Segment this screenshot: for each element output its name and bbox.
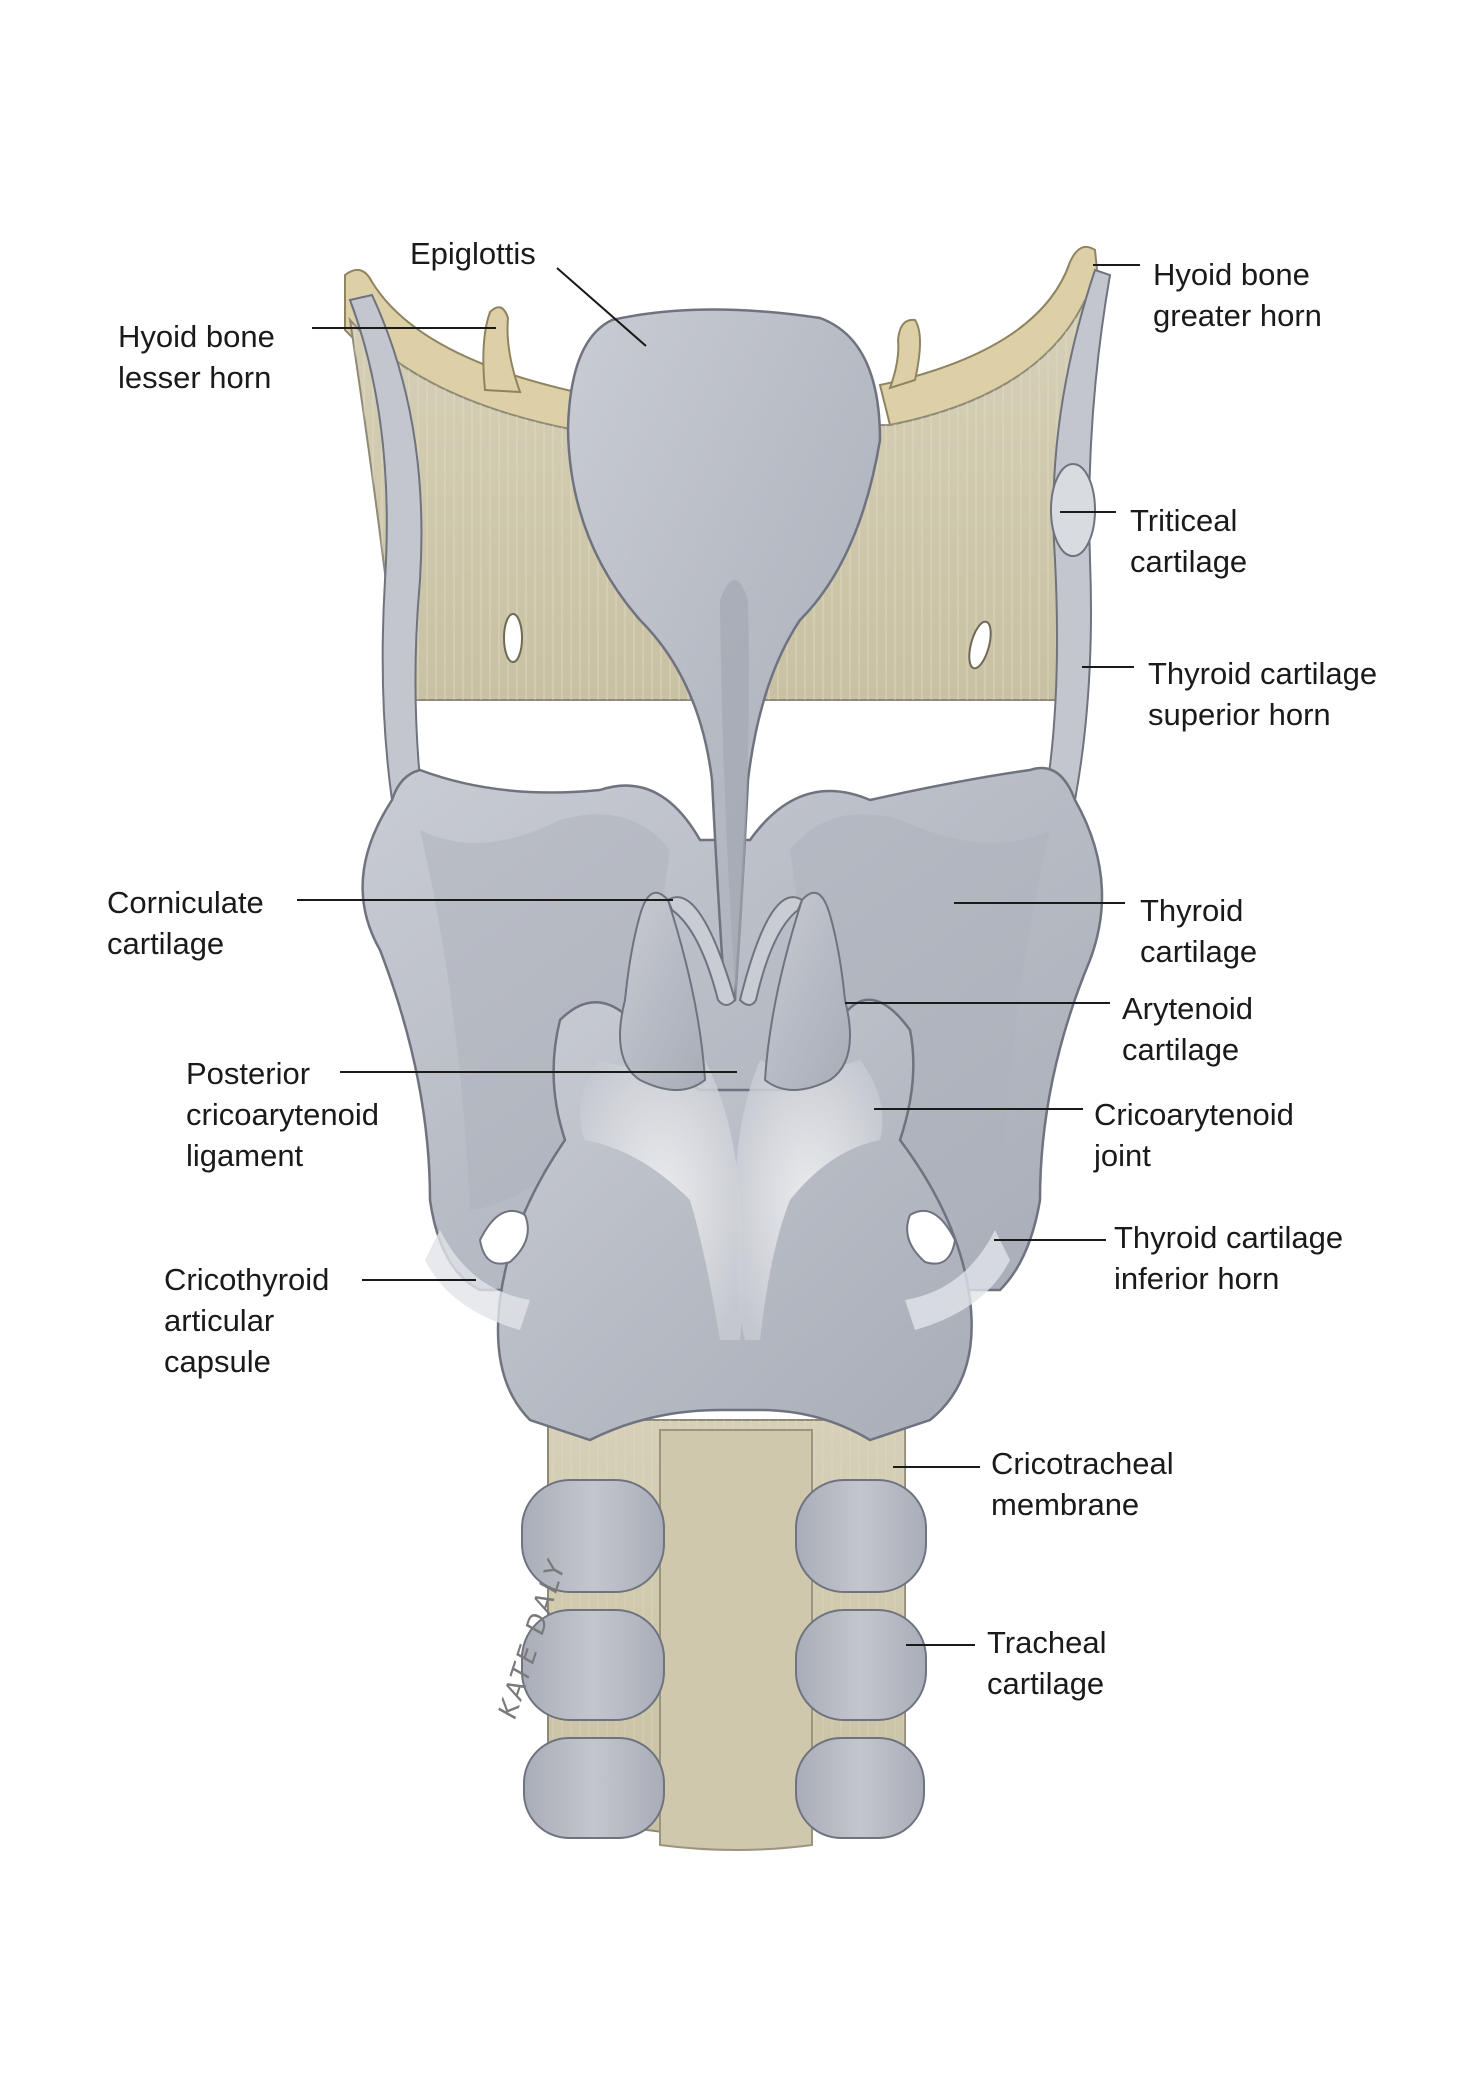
tracheal-rings-right	[795, 1479, 927, 1839]
membranous-trachea-band	[659, 1429, 813, 1851]
hyoid-lesser-horn-left	[482, 306, 522, 394]
label-thyroid-superior-horn: Thyroid cartilage superior horn	[1148, 656, 1378, 732]
label-tracheal-cartilage: Tracheal cartilage	[987, 1625, 1107, 1701]
label-thyroid-cartilage: Thyroid cartilage	[1140, 893, 1258, 969]
foramen-left	[503, 613, 523, 663]
label-epiglottis: Epiglottis	[410, 236, 536, 271]
hyoid-lesser-horn-right	[888, 318, 921, 390]
trachea	[521, 1419, 927, 1851]
thyroid-lamina-shading	[420, 814, 670, 1210]
label-posterior-cricoarytenoid-ligament: Posterior cricoarytenoid ligament	[186, 1056, 379, 1173]
cricothyroid-joint-left	[425, 1210, 530, 1330]
label-corniculate-cartilage: Corniculate cartilage	[107, 885, 264, 961]
leader-lines	[297, 264, 1140, 1646]
cricothyroid-joint-right	[905, 1210, 1010, 1330]
leader-epiglottis	[556, 267, 647, 347]
label-cricoarytenoid-joint: Cricoarytenoid joint	[1094, 1097, 1294, 1173]
epiglottis-tubercle	[720, 580, 749, 1000]
label-arytenoid-cartilage: Arytenoid cartilage	[1122, 991, 1253, 1067]
corniculate-left	[666, 896, 737, 1006]
label-hyoid-greater-horn: Hyoid bone greater horn	[1153, 257, 1322, 333]
label-hyoid-lesser-horn: Hyoid bone lesser horn	[118, 319, 275, 395]
corniculate-right	[738, 896, 804, 1006]
posterior-cricoarytenoid-ligament-shape	[580, 1060, 743, 1340]
foramen-right	[968, 620, 992, 670]
label-thyroid-inferior-horn: Thyroid cartilage inferior horn	[1114, 1220, 1344, 1296]
label-triticeal-cartilage: Triticeal cartilage	[1130, 503, 1248, 579]
label-cricothyroid-articular-capsule: Cricothyroid articular capsule	[164, 1262, 330, 1379]
triticeal-cartilage-shape	[1050, 463, 1096, 557]
tracheal-rings-left	[521, 1479, 665, 1839]
label-cricotracheal-membrane: Cricotracheal membrane	[991, 1446, 1174, 1522]
